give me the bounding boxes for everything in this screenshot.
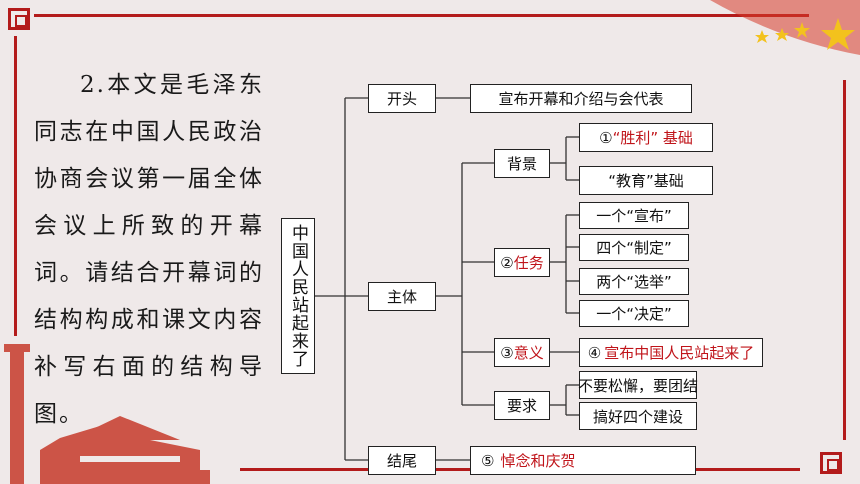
opening-detail-node: 宣布开幕和介绍与会代表 <box>470 84 692 113</box>
task-item-label: 一个“决定” <box>596 305 672 323</box>
ending-detail-number: ⑤ <box>481 451 495 470</box>
meaning-node: ③ 意义 <box>494 338 550 367</box>
meaning-item-node: ④ 宣布中国人民站起来了 <box>579 338 763 367</box>
task-node: ② 任务 <box>494 248 550 277</box>
meaning-item-answer: 宣布中国人民站起来了 <box>604 344 755 362</box>
requirement-item-label: 不要松懈，要团结 <box>578 376 699 395</box>
task-item: 两个“选举” <box>579 268 689 295</box>
question-text: 2.本文是毛泽东同志在中国人民政治协商会议第一届全体会议上所致的开幕词。请结合开… <box>34 72 264 427</box>
background-label: 背景 <box>506 155 537 173</box>
task-item-label: 四个“制定” <box>596 239 672 257</box>
background-item-label: “教育”基础 <box>608 172 684 190</box>
root-node: 中国人民站起来了 <box>281 218 315 374</box>
tiananmen-decoration <box>4 344 210 484</box>
small-star-icon <box>794 22 810 38</box>
big-star-icon <box>821 18 855 50</box>
background-item-answer: “胜利” 基础 <box>612 129 693 147</box>
task-item: 一个“宣布” <box>579 202 689 229</box>
ending-detail-answer: 悼念和庆贺 <box>500 452 576 470</box>
background-item-education: “教育”基础 <box>579 166 713 195</box>
frame-left-line <box>14 36 17 336</box>
requirement-item: 搞好四个建设 <box>579 402 697 430</box>
frame-right-line <box>843 80 846 440</box>
body-label: 主体 <box>386 288 417 306</box>
small-star-icon <box>755 30 769 43</box>
frame-corner-bottom-right <box>820 452 842 474</box>
task-item-label: 两个“选举” <box>596 273 672 291</box>
task-item: 四个“制定” <box>579 234 689 261</box>
background-item-victory: ① “胜利” 基础 <box>579 123 713 152</box>
red-stars-decoration <box>710 0 860 55</box>
ending-node: 结尾 <box>368 446 436 475</box>
ending-detail-node: ⑤ 悼念和庆贺 <box>470 446 696 475</box>
ending-label: 结尾 <box>386 452 417 470</box>
task-item-label: 一个“宣布” <box>596 207 672 225</box>
small-star-icon <box>775 28 789 41</box>
requirement-label: 要求 <box>506 397 537 415</box>
task-answer: 任务 <box>513 254 544 272</box>
body-node: 主体 <box>368 282 436 311</box>
opening-label: 开头 <box>386 90 417 108</box>
requirement-node: 要求 <box>494 391 550 420</box>
frame-corner-top-left <box>8 8 30 30</box>
opening-node: 开头 <box>368 84 436 113</box>
frame-top-line <box>34 14 809 17</box>
opening-detail-label: 宣布开幕和介绍与会代表 <box>498 90 664 108</box>
requirement-item: 不要松懈，要团结 <box>578 371 699 399</box>
background-item-number: ① <box>599 128 613 147</box>
background-node: 背景 <box>494 149 550 178</box>
meaning-item-number: ④ <box>587 343 602 362</box>
task-item: 一个“决定” <box>579 300 689 327</box>
meaning-answer: 意义 <box>513 344 544 362</box>
meaning-number: ③ <box>500 343 514 362</box>
requirement-item-label: 搞好四个建设 <box>592 407 683 426</box>
root-label: 中国人民站起来了 <box>288 224 308 368</box>
task-number: ② <box>500 253 514 272</box>
